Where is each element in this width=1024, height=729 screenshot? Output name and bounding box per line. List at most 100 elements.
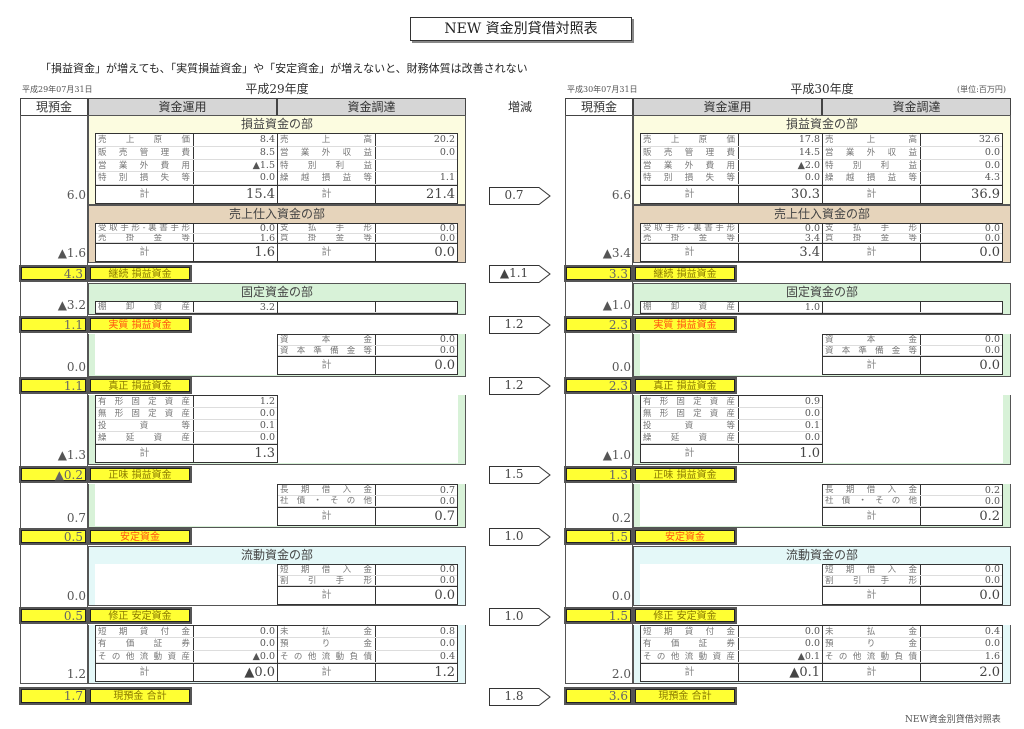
table-row: 買掛金等 0.0 [278,232,457,244]
total-label: 計 [866,590,877,601]
row-label: 無形固定資産 [98,409,190,419]
row-label: 営業外収益 [825,147,917,158]
total-value: 0.2 [979,509,1000,524]
column-divider [738,302,739,313]
cash-value: 0.0 [611,360,631,374]
total-value: 36.9 [971,187,1000,202]
total-row: 計 0.0 [278,243,457,261]
column-divider [738,396,739,462]
row-value: ▲0.0 [252,650,275,662]
total-label: 計 [684,247,695,258]
total-label: 計 [866,360,877,371]
column-divider [375,134,376,203]
row-label: 繰延資産 [643,433,735,443]
row-label: 受取手形-裏書手形 [643,224,735,233]
row-value: 0.9 [804,396,820,407]
row-label: 社債・その他 [825,496,917,506]
total-value: 1.3 [254,446,275,461]
row-value: 0.0 [259,432,275,443]
row-value: 0.0 [984,574,1000,586]
section-title: 流動資金の部 [785,548,858,562]
band-cash-value: ▲0.2 [19,466,88,483]
total-label: 計 [866,667,877,678]
row-value: ▲1.5 [252,159,275,171]
cash-value: ▲3.4 [602,246,631,260]
band-label: 継続 損益資金 [633,265,737,282]
delta-box: 1.2 [489,377,551,395]
total-value: 15.4 [246,187,275,202]
row-value: ▲0.1 [797,650,820,662]
row-value: 8.4 [259,134,275,145]
row-label [280,302,372,313]
row-label: 営業外収益 [280,147,372,158]
total-label: 計 [684,448,695,459]
row-label: 投資等 [98,421,190,431]
column-divider [920,626,921,681]
row-label: 投資等 [643,421,735,431]
row-label: 無形固定資産 [643,409,735,419]
total-label: 計 [321,360,332,371]
row-label: 売掛金等 [98,233,190,243]
column-divider [193,302,194,313]
row-value: 0.0 [259,626,275,637]
section-title: 固定資金の部 [785,285,858,299]
band-cash-value: 0.5 [19,607,88,624]
row-label: 資本準備金等 [280,345,372,356]
table-row [278,302,457,313]
row-label: 買掛金等 [280,233,372,243]
total-label: 計 [321,247,332,258]
band-cash-value: 2.3 [564,377,633,394]
row-value: 0.0 [439,232,455,244]
row-value: 0.4 [984,626,1000,637]
sources-table [822,301,1003,314]
row-label: 短期貸付金 [643,627,735,637]
document-title: NEW 資金別貸借対照表 [410,17,632,41]
row-label: 買掛金等 [825,233,917,243]
band-label: 真正 損益資金 [88,377,192,394]
total-value: 30.3 [791,187,820,202]
column-divider [738,134,739,203]
row-value: 0.0 [984,638,1000,650]
row-value: 0.0 [804,432,820,443]
band-cash-value: 1.1 [19,316,88,333]
column-divider [920,485,921,525]
total-value: 1.6 [254,245,275,260]
total-label: 計 [684,667,695,678]
total-value: 1.0 [799,446,820,461]
total-label: 計 [321,511,332,522]
row-value: 0.0 [984,334,1000,345]
row-label: 割引手形 [825,575,917,586]
delta-value: 1.2 [504,317,524,331]
row-label: 売上高 [280,135,372,145]
row-value: 14.5 [798,146,820,158]
total-label: 計 [866,189,877,200]
row-label: 短期借入金 [825,565,917,575]
total-value: 0.0 [434,245,455,260]
total-value: ▲0.1 [789,665,820,680]
